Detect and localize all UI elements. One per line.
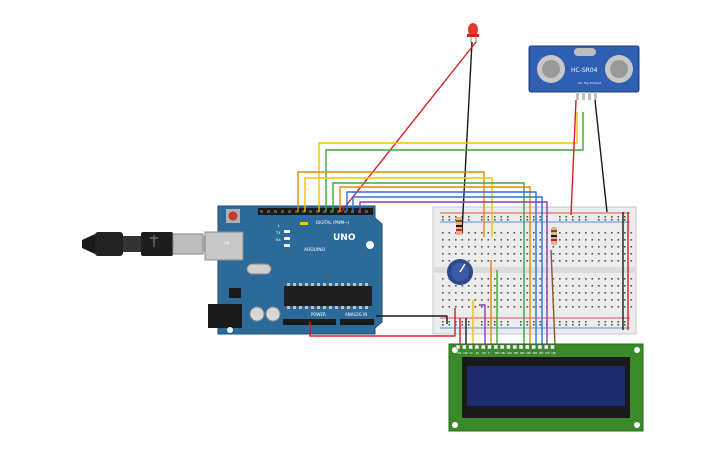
lcd-pin-label: DB1 [501,352,506,355]
lcd-pin [544,344,549,350]
lcd-pin-label: VDD [463,352,468,355]
lcd-pin [525,344,530,350]
lcd-pin-label: DB6 [533,352,538,355]
lcd-pin [455,344,461,350]
lcd-pin [468,344,473,350]
lcd-pin [531,344,536,350]
lcd-pin [499,344,505,350]
rx-label: RX [276,238,281,242]
board-brand-label: UNO [333,233,356,243]
wire-5v [309,308,456,337]
lcd-pin-label: LED [552,352,557,355]
breadboard-holes [442,216,633,326]
usb-cable [82,232,219,256]
lcd-pin [487,344,492,350]
wire-blue2-lcd [352,196,543,345]
lcd-pin-label: RS [476,352,480,355]
lcd-pin-label: E [489,352,491,355]
breadboard [432,206,637,335]
lcd-pin-label: RW [482,352,486,355]
hc-sr04-sensor: HC-SR04 Vcc Trig Echo Gnd [528,45,640,100]
on-led-label: ON [224,241,230,245]
lcd-pin-label: DB0 [495,352,500,355]
lcd-pin-label: DB3 [514,352,519,355]
wire-yellow-short [304,177,493,237]
arduino-uno-board: UNO ARDUINO DIGITAL (PWM~) POWER ANALOG … [204,205,383,335]
lcd-pin [518,344,524,350]
lcd-pin-label: DB7 [539,352,544,355]
lcd-pin [481,344,486,350]
wire-purple-lcd [359,201,548,345]
sensor-pin-label-trig: Trig [584,81,589,85]
lcd-pin [537,344,543,350]
lcd-pin-label: V0 [470,352,473,355]
lcd-pin [493,344,498,350]
l-led-label: L [278,224,280,228]
tx-label: TX [275,231,281,235]
wire-led-gnd [461,41,473,233]
sensor-pin-label-echo: Echo [590,81,597,85]
lcd-pin [512,344,517,350]
digital-label: DIGITAL (PWM~) [316,220,350,225]
lcd-pin [474,344,480,350]
lcd-pin [550,344,555,350]
wire-gnd [376,315,448,324]
potentiometer [447,259,473,285]
resistor-2 [551,227,557,245]
lcd-pin-label: VSS [457,352,462,355]
analog-label: ANALOG IN [345,312,367,317]
sensor-model-label: HC-SR04 [571,67,598,74]
lcd-pin [462,344,467,350]
board-logo-label: ARDUINO [304,247,326,253]
lcd-pin-label: DB5 [526,352,531,355]
lcd-pin-label: DB4 [520,352,525,355]
wire-sensor-vcc [570,99,577,216]
wire-orange-lcd [339,186,531,345]
wire-green-lcd [332,182,525,345]
wire-green-echo [325,112,584,212]
lcd-pin-label: LED [545,352,550,355]
analog-header [340,319,374,325]
sensor-pin-label-gnd: Gnd [596,81,602,85]
digital-header [258,208,373,215]
atmega-chip [284,286,372,306]
wires [297,41,629,431]
wire-sensor-gnd [594,99,608,213]
wire-orange [297,171,485,237]
lcd-pin-label: DB2 [507,352,512,355]
wire-blue-lcd [346,191,537,345]
power-label: POWER [311,312,326,317]
red-led [467,23,479,43]
sensor-pin-label-vcc: Vcc [578,81,583,85]
lcd-pin [506,344,511,350]
resistor-1 [456,217,462,235]
